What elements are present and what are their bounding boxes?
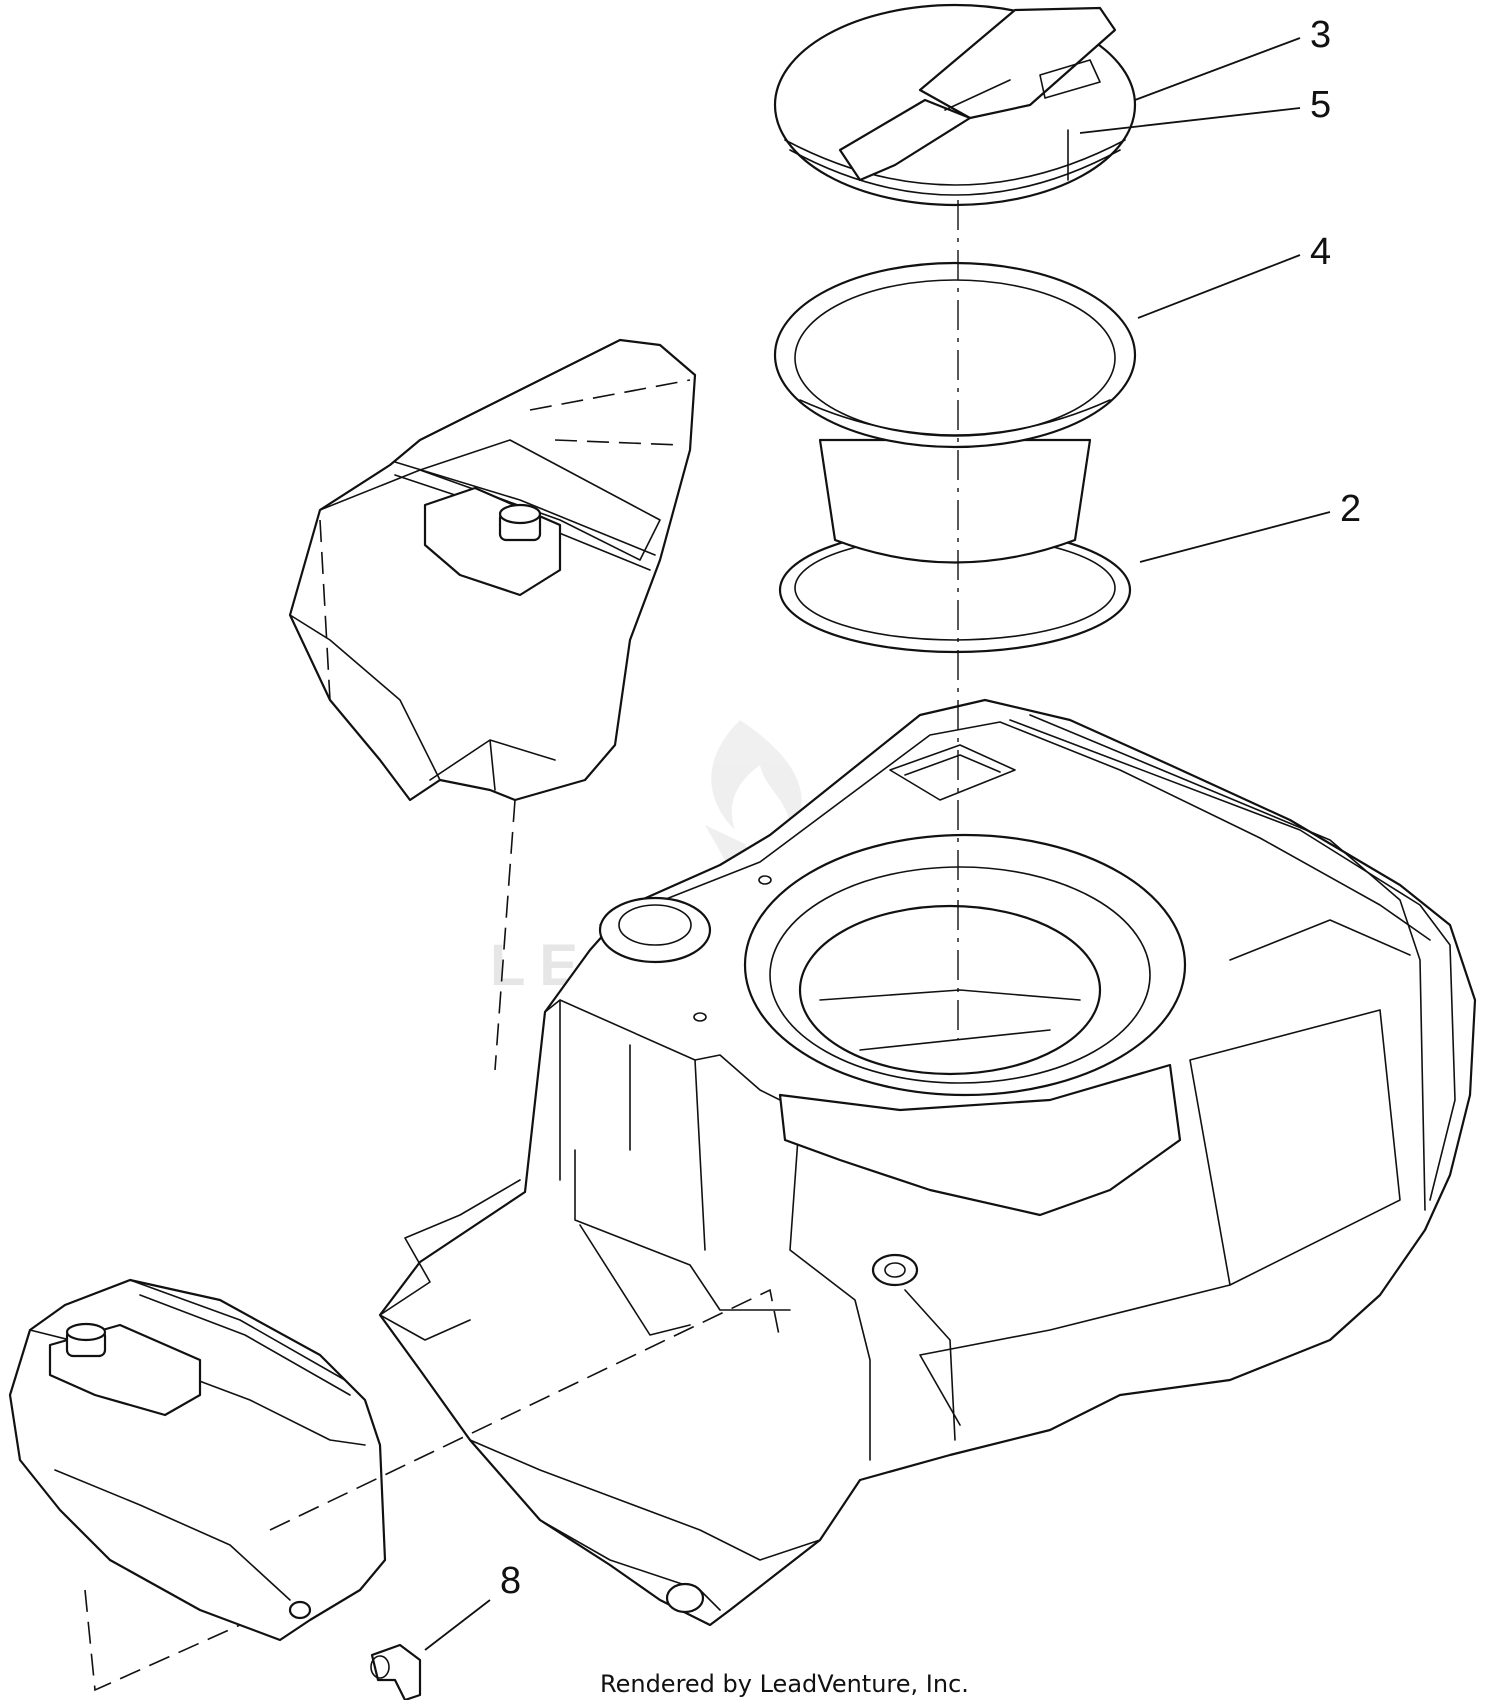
upper-reservoir bbox=[288, 338, 697, 802]
tank-right-ridge-2 bbox=[1029, 714, 1426, 1211]
lid-rim bbox=[784, 139, 1126, 186]
tank-front-pocket bbox=[574, 1149, 791, 1336]
lid-latch-arm bbox=[838, 98, 972, 182]
tank-right-step bbox=[1229, 919, 1411, 961]
elbow-fitting bbox=[370, 1643, 422, 1700]
strainer-assembly bbox=[773, 261, 1137, 654]
tank-vent-cap bbox=[598, 896, 712, 964]
callouts: 3 5 4 2 8 bbox=[424, 14, 1361, 1651]
strainer-basket bbox=[818, 438, 1092, 564]
tank-bolt-hole bbox=[884, 1262, 906, 1278]
leader-3 bbox=[1134, 37, 1301, 101]
tank-vent-cap-inner bbox=[618, 904, 692, 946]
tank-right-lower bbox=[904, 1289, 956, 1441]
tank-small-hole-2 bbox=[758, 875, 772, 885]
lower-reservoir-cap-top bbox=[65, 1322, 107, 1342]
leader-4 bbox=[1137, 254, 1301, 319]
strainer-basket-rim bbox=[799, 399, 1111, 436]
lower-reservoir-front bbox=[54, 1469, 291, 1601]
tank-mid-slot bbox=[889, 744, 1016, 801]
upper-reservoir-face bbox=[289, 614, 441, 781]
tank-filler-neck-inner bbox=[769, 866, 1151, 1084]
tank-filler-collar bbox=[778, 1063, 1182, 1217]
upper-reservoir-notch bbox=[429, 739, 556, 791]
lid-assembly bbox=[773, 3, 1137, 207]
lid-latch-slot bbox=[944, 59, 1101, 111]
tank-left-bracket bbox=[379, 1179, 521, 1341]
callout-8: 8 bbox=[500, 1560, 521, 1602]
lower-reservoir bbox=[8, 1278, 387, 1642]
lower-reservoir-band bbox=[129, 1279, 351, 1396]
tank-front-step bbox=[559, 999, 706, 1251]
leader-8 bbox=[424, 1599, 491, 1651]
callout-5: 5 bbox=[1310, 84, 1331, 126]
main-tank bbox=[378, 698, 1477, 1627]
elbow-fitting-body bbox=[370, 1643, 422, 1700]
tank-bottom-edge bbox=[539, 1519, 721, 1611]
leader-2 bbox=[1139, 511, 1331, 563]
lid-rim-2 bbox=[789, 149, 1121, 196]
tank-right-ridge bbox=[1009, 719, 1456, 1201]
tank-filler-floor bbox=[819, 989, 1081, 1051]
tank-slot-inner bbox=[904, 754, 1001, 776]
upper-reservoir-cap-top bbox=[498, 503, 542, 525]
elbow-fitting-nut bbox=[370, 1655, 390, 1679]
callout-2: 2 bbox=[1340, 488, 1361, 530]
strainer-flange-inner bbox=[794, 279, 1116, 437]
leader-5 bbox=[1079, 107, 1301, 134]
lower-reservoir-assembly-line bbox=[269, 1288, 781, 1531]
assembly-lines bbox=[84, 200, 959, 1692]
tank-top-rim bbox=[599, 721, 1431, 941]
strainer-flange bbox=[773, 261, 1137, 449]
tank-small-hole bbox=[693, 1012, 707, 1022]
render-credit: Rendered by LeadVenture, Inc. bbox=[600, 1670, 969, 1698]
lower-reservoir-base-line bbox=[84, 1589, 241, 1692]
tank-bolt-boss bbox=[871, 1253, 919, 1287]
tank-bottom-curve bbox=[469, 1439, 821, 1561]
lower-reservoir-port bbox=[288, 1600, 312, 1620]
upper-reservoir-front bbox=[319, 439, 661, 561]
callout-3: 3 bbox=[1310, 14, 1331, 56]
callout-4: 4 bbox=[1310, 231, 1331, 273]
upper-reservoir-hidden-edge bbox=[319, 379, 691, 701]
tank-drain-boss bbox=[665, 1582, 705, 1614]
tank-right-panel bbox=[1189, 1009, 1401, 1286]
upper-reservoir-drop-line bbox=[494, 799, 516, 1071]
